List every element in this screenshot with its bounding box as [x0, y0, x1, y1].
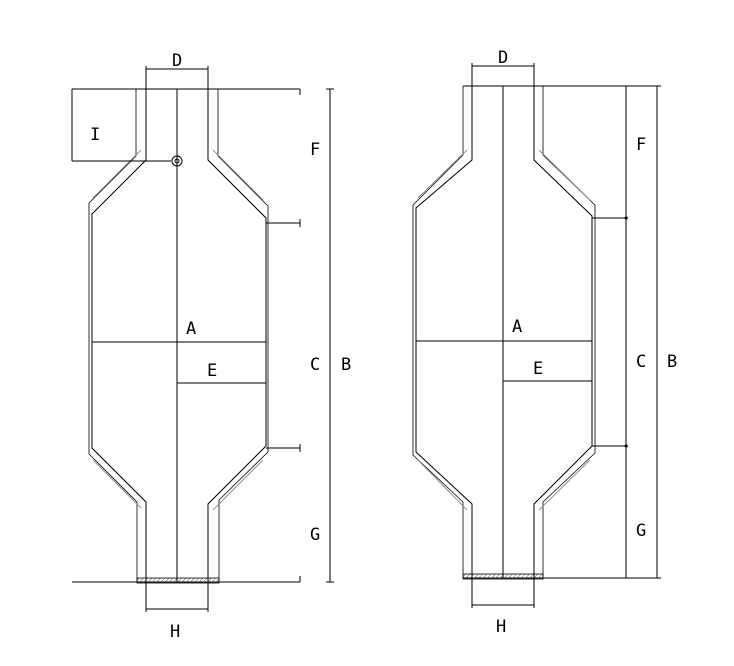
right-body-inner [412, 86, 596, 578]
left-sensor-port-icon [171, 155, 183, 167]
left-label-G: G [310, 525, 320, 545]
left-label-C: C [310, 355, 320, 375]
left-label-F: F [310, 140, 320, 160]
right-body-outer [415, 86, 593, 578]
left-label-B: B [341, 355, 351, 375]
left-label-A: A [186, 319, 196, 339]
right-label-F: F [636, 135, 646, 155]
right-label-H: H [496, 617, 506, 637]
right-label-G: G [636, 521, 646, 541]
right-muffler-drawing: D A E F C B G H [412, 48, 677, 637]
left-muffler-drawing: D I A E F C B G H [71, 51, 351, 642]
left-label-D: D [172, 51, 182, 71]
left-label-I: I [90, 125, 100, 145]
right-label-E: E [533, 359, 543, 379]
right-label-C: C [636, 352, 646, 372]
right-label-B: B [667, 352, 677, 372]
left-label-E: E [207, 361, 217, 381]
left-body-outer [91, 89, 267, 582]
right-label-A: A [512, 317, 522, 337]
left-bottom-flange [136, 577, 220, 584]
left-body-inner [88, 89, 269, 582]
right-body-wall-grey [417, 149, 591, 511]
right-label-D: D [498, 48, 508, 68]
left-label-H: H [170, 622, 180, 642]
left-body-wall-grey [92, 149, 264, 511]
